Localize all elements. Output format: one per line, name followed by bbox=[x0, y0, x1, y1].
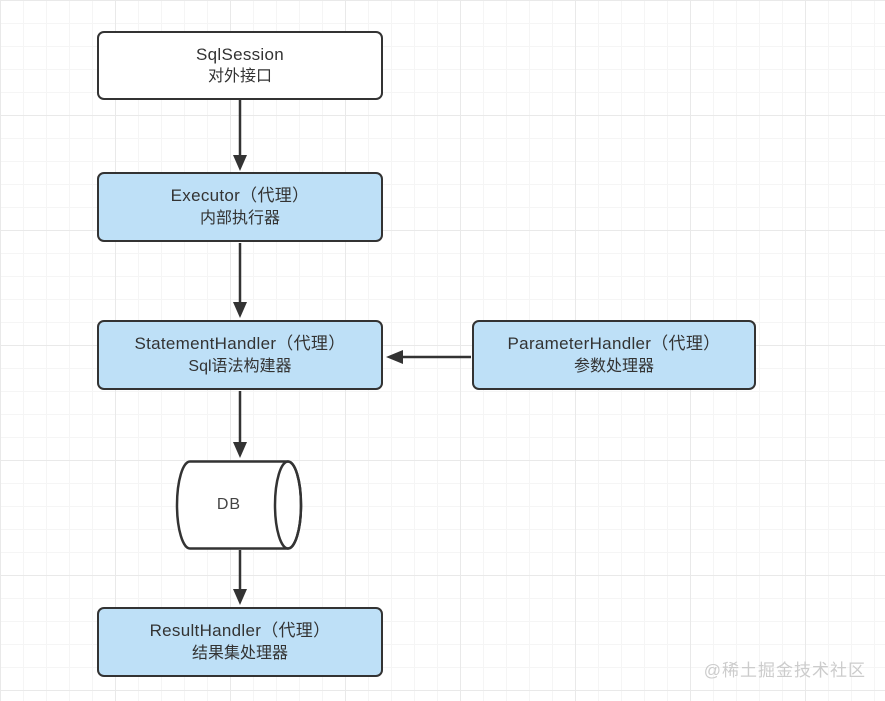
node-parameter-handler-subtitle: 参数处理器 bbox=[573, 357, 654, 375]
arrow-parameterhandler-to-statementhandler bbox=[386, 350, 471, 364]
watermark: @稀土掘金技术社区 bbox=[703, 661, 866, 680]
node-statement-handler: StatementHandler（代理） Sql语法构建器 bbox=[97, 320, 383, 390]
arrow-sqlsession-to-executor bbox=[233, 100, 247, 171]
node-result-handler-title: ResultHandler（代理） bbox=[149, 621, 331, 641]
arrow-db-to-resulthandler bbox=[233, 550, 247, 605]
node-sqlsession-title: SqlSession bbox=[195, 44, 285, 64]
node-executor: Executor（代理） 内部执行器 bbox=[97, 172, 383, 242]
node-sqlsession-subtitle: 对外接口 bbox=[207, 68, 272, 86]
node-parameter-handler: ParameterHandler（代理） 参数处理器 bbox=[472, 320, 756, 390]
node-statement-handler-subtitle: Sql语法构建器 bbox=[188, 357, 292, 375]
node-parameter-handler-title: ParameterHandler（代理） bbox=[507, 334, 721, 354]
arrow-executor-to-statementhandler bbox=[233, 243, 247, 318]
arrow-statementhandler-to-db bbox=[233, 391, 247, 458]
node-executor-subtitle: 内部执行器 bbox=[199, 209, 280, 227]
node-statement-handler-title: StatementHandler（代理） bbox=[134, 334, 346, 354]
node-sqlsession: SqlSession 对外接口 bbox=[97, 31, 383, 100]
node-result-handler: ResultHandler（代理） 结果集处理器 bbox=[97, 607, 383, 677]
node-executor-title: Executor（代理） bbox=[170, 186, 310, 206]
node-db-label: DB bbox=[216, 496, 242, 513]
node-result-handler-subtitle: 结果集处理器 bbox=[191, 644, 288, 662]
